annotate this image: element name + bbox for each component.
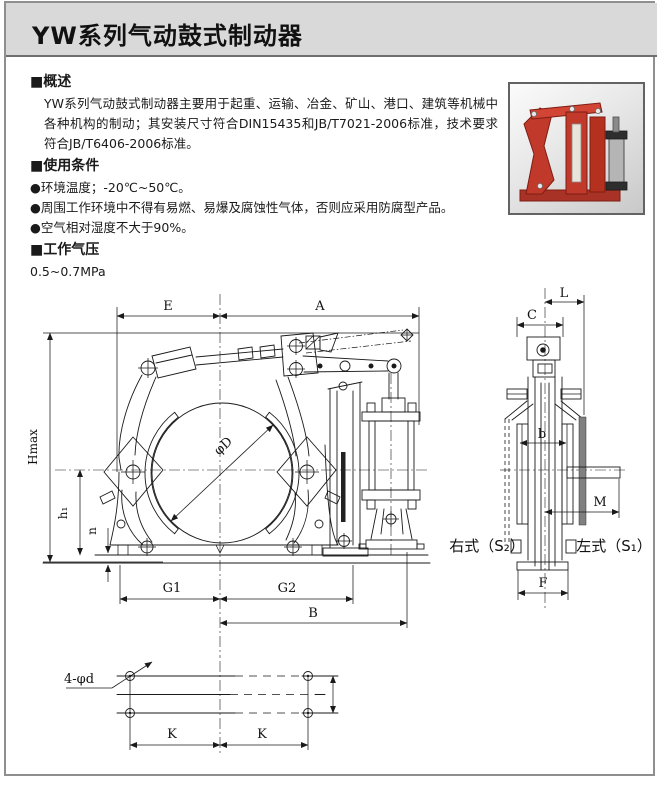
shoe-pin — [121, 460, 319, 484]
dim-G2: G2 — [278, 581, 297, 596]
condition-item: ●周围工作环境中不得有易燃、易爆及腐蚀性气体，否则应采用防腐型产品。 — [30, 200, 454, 215]
bolt-pattern-view: K K 4-φd — [64, 661, 339, 756]
dim-n: n — [85, 527, 99, 535]
condition-item: ●环境温度；-20℃~50℃。 — [30, 180, 191, 195]
side-view: L C b M — [449, 286, 652, 608]
overview-body: YW系列气动鼓式制动器主要用于起重、运输、冶金、矿山、港口、建筑等机械中各种机构… — [44, 96, 498, 151]
page-title: YW系列气动鼓式制动器 — [32, 22, 303, 50]
dim-phiD: φD — [211, 434, 236, 458]
dim-B: B — [308, 606, 318, 621]
dim-h1: h₁ — [56, 507, 70, 520]
pressure-value: 0.5~0.7MPa — [30, 264, 106, 279]
label-right-style: 右式（S₂） — [449, 537, 525, 555]
dim-M: M — [593, 495, 606, 510]
condition-item: ●空气相对湿度不大于90%。 — [30, 220, 194, 235]
dim-F: F — [538, 576, 547, 591]
label-left-style: 左式（S₁） — [576, 537, 652, 555]
conditions-heading: ■使用条件 — [30, 158, 100, 174]
dim-b: b — [538, 427, 546, 442]
overview-heading: ■概述 — [30, 74, 72, 90]
product-photo-illustration — [519, 102, 628, 202]
dim-G1: G1 — [163, 581, 182, 596]
dim-Hmax: Hmax — [26, 429, 40, 465]
dim-K-left: K — [167, 727, 177, 742]
dim-4-phi-d: 4-φd — [64, 672, 94, 687]
dim-L: L — [560, 286, 569, 301]
dim-C: C — [527, 308, 537, 323]
text-column: ■概述 YW系列气动鼓式制动器主要用于起重、运输、冶金、矿山、港口、建筑等机械中… — [30, 70, 498, 282]
dim-A: A — [314, 299, 325, 314]
pressure-heading: ■工作气压 — [30, 242, 100, 258]
dim-K-right: K — [257, 727, 267, 742]
page-header: YW系列气动鼓式制动器 — [6, 3, 657, 57]
technical-drawing: φD — [26, 286, 652, 756]
product-photo — [508, 82, 645, 215]
dim-E: E — [163, 299, 173, 314]
front-view: φD — [26, 294, 431, 658]
